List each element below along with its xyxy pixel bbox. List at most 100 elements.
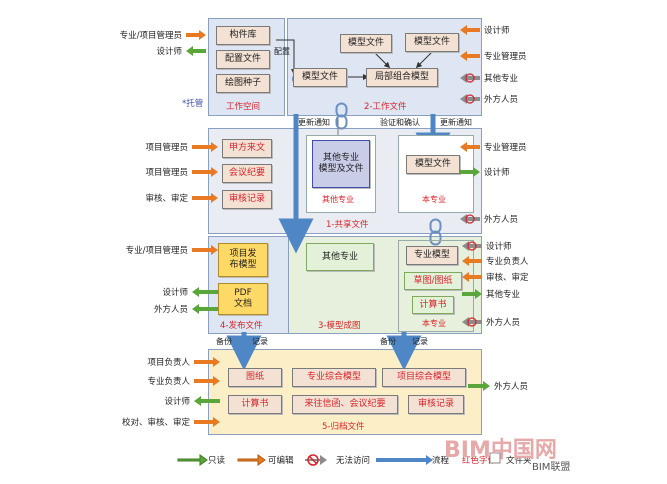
actor-arrow-gray <box>460 73 480 83</box>
actor-arrow-gray <box>460 214 480 224</box>
ws-item-config: 配置文件 <box>216 50 270 69</box>
actor-arrow-green <box>186 46 206 56</box>
actor-label-md_right: 其他专业 <box>486 290 521 300</box>
actor-label-pub_left: 设计师 <box>162 288 188 298</box>
actor-arrow-gray <box>462 241 482 251</box>
no-access-icon <box>467 317 477 327</box>
ws-item-seed: 绘图种子 <box>216 74 270 93</box>
actor-arrow-green <box>462 289 482 299</box>
arch-review-records: 审核记录 <box>408 395 464 414</box>
actor-label-shared_right: 设计师 <box>484 168 510 178</box>
pub-item-pdf: PDF 文档 <box>218 283 268 315</box>
arch-discipline-model: 专业综合模型 <box>292 368 376 387</box>
watermark-sub: BIM联盟 <box>532 462 571 473</box>
arch-project-model: 项目综合模型 <box>382 368 466 387</box>
no-access-icon <box>467 241 477 251</box>
actor-label-wf_right: 设计师 <box>484 26 510 36</box>
actor-arrow-orange <box>194 357 220 367</box>
flow-config-label: 配置 <box>274 47 290 56</box>
actor-arrow-green <box>192 287 218 297</box>
actor-arrow-orange <box>192 193 218 203</box>
no-access-icon <box>465 214 475 224</box>
wf-local-model: 局部组合模型 <box>366 68 438 87</box>
shared-item-review-records: 审核记录 <box>222 190 272 209</box>
ws-title: 工作空间 <box>226 102 261 112</box>
wf-model-file-1: 模型文件 <box>340 34 392 53</box>
flow-record-1: 记录 <box>252 337 268 346</box>
flow-verify-confirm: 验证和确认 <box>380 118 420 127</box>
actor-label-md_right: 审核、审定 <box>486 273 529 283</box>
actor-label-ws_left: 设计师 <box>156 47 182 57</box>
arch-drawings: 图纸 <box>228 368 282 387</box>
actor-label-shared_left: 项目管理员 <box>145 168 188 178</box>
shared-title: 1-共享文件 <box>326 220 369 230</box>
actor-arrow-orange <box>460 142 480 152</box>
shared-item-client-docs: 甲方来文 <box>222 139 272 158</box>
pub-item-project-model: 项目发 布模型 <box>218 243 268 277</box>
actor-label-wf_right: 专业管理员 <box>484 52 527 62</box>
actor-label-shared_right: 专业管理员 <box>484 143 527 153</box>
wf-model-file-2: 模型文件 <box>405 33 459 52</box>
actor-label-shared_left: 项目管理员 <box>145 143 188 153</box>
actor-arrow-orange <box>460 25 480 35</box>
actor-arrow-gray <box>462 317 482 327</box>
legend-flow: 流程 <box>432 456 450 466</box>
md-own-discipline-label: 本专业 <box>422 319 446 328</box>
actor-arrow-orange <box>194 376 220 386</box>
actor-arrow-orange <box>460 51 480 61</box>
md-own-drawings: 草图/图纸 <box>404 272 462 290</box>
legend-red-text: 红色字体 <box>462 456 497 466</box>
actor-label-md_right: 外方人员 <box>486 318 521 328</box>
legend-no-access: 无法访问 <box>336 456 371 466</box>
md-own-discipline-frame <box>398 240 474 332</box>
actor-label-md_right: 专业负责人 <box>486 257 529 267</box>
flow-update-notice-2: 更新通知 <box>440 118 472 127</box>
actor-label-arch_left: 项目负责人 <box>147 358 190 368</box>
actor-arrow-orange <box>462 272 482 282</box>
actor-arrow-orange <box>192 142 218 152</box>
actor-label-shared_left: 审核、审定 <box>145 194 188 204</box>
no-access-icon <box>465 73 475 83</box>
actor-label-wf_right: 外方人员 <box>484 95 519 105</box>
actor-label-shared_right: 外方人员 <box>484 215 519 225</box>
actor-arrow-orange <box>192 167 218 177</box>
arch-letters-minutes: 来往信函、会议纪要 <box>292 395 398 414</box>
md-own-calc: 计算书 <box>412 296 454 314</box>
flow-backup-2: 备份 <box>380 337 396 346</box>
actor-label-arch_left: 校对、审核、审定 <box>121 418 190 428</box>
flow-backup-1: 备份 <box>216 337 232 346</box>
actor-arrow-green <box>194 396 220 406</box>
md-other-discipline: 其他专业 <box>306 243 374 271</box>
actor-arrow-orange <box>462 256 482 266</box>
md-title: 3-模型成图 <box>318 321 361 331</box>
md-own-model: 专业模型 <box>406 246 458 265</box>
shared-item-minutes: 会议纪要 <box>222 164 272 183</box>
wf-title: 2-工作文件 <box>364 102 407 112</box>
legend: 只读 可编辑 无法访问 流程 红色字体 文件夹 <box>178 452 532 468</box>
actor-label-arch_left: 专业负责人 <box>147 377 190 387</box>
flow-record-2: 记录 <box>412 337 428 346</box>
ws-hosted-label: *托管 <box>182 99 204 109</box>
shared-other-discipline-label: 其他专业 <box>322 195 354 204</box>
legend-folder: 文件夹 <box>506 456 532 466</box>
actor-arrow-orange <box>192 245 218 255</box>
flow-update-notice-1: 更新通知 <box>298 118 330 127</box>
shared-other-discipline-box: 其他专业 模型及文件 <box>312 140 370 188</box>
pub-title: 4-发布文件 <box>220 321 263 331</box>
legend-read-only: 只读 <box>208 456 226 466</box>
actor-label-arch_right: 外方人员 <box>494 382 529 392</box>
no-access-icon <box>465 94 475 104</box>
actor-arrow-green <box>192 304 218 314</box>
shared-own-model-file: 模型文件 <box>406 155 460 174</box>
actor-arrow-gray <box>460 94 480 104</box>
actor-arrow-orange <box>186 30 206 40</box>
arch-calc: 计算书 <box>228 395 282 414</box>
actor-label-md_right: 设计师 <box>486 242 512 252</box>
actor-label-wf_right: 其他专业 <box>484 74 519 84</box>
arch-title: 5-归档文件 <box>322 422 365 432</box>
actor-arrow-orange <box>194 417 220 427</box>
actor-label-pub_left: 专业/项目管理员 <box>125 246 188 256</box>
